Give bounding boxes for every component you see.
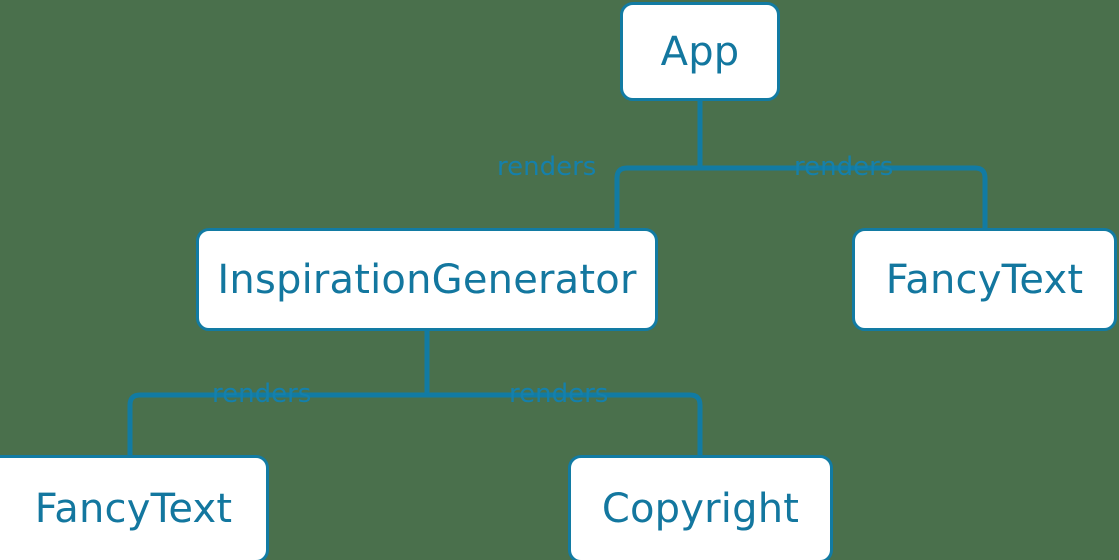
node-inspirationgenerator-label: InspirationGenerator: [217, 256, 637, 303]
node-fancytext-right[interactable]: FancyText: [852, 228, 1117, 331]
edge-label-app-to-inspirationgenerator: renders: [497, 152, 597, 182]
edge-label-inspirationgenerator-to-copyright: renders: [509, 379, 609, 409]
node-copyright[interactable]: Copyright: [568, 455, 833, 560]
node-app-label: App: [660, 28, 740, 75]
node-fancytext-right-label: FancyText: [885, 256, 1084, 303]
edge-inspirationgenerator-to-fancytext-left: [127, 392, 427, 455]
node-fancytext-left[interactable]: FancyText: [0, 455, 269, 560]
node-fancytext-left-label: FancyText: [34, 486, 233, 532]
node-app[interactable]: App: [620, 2, 780, 101]
node-copyright-label: Copyright: [601, 486, 800, 532]
edge-label-inspirationgenerator-to-fancytext-left: renders: [212, 379, 312, 409]
edge-app-to-fancytext-right: [700, 165, 988, 228]
edge-inspirationgenerator-to-copyright: [427, 392, 703, 455]
edge-label-app-to-fancytext-right: renders: [794, 152, 894, 182]
edge-app-to-inspirationgenerator: [614, 165, 700, 228]
node-inspirationgenerator[interactable]: InspirationGenerator: [196, 228, 658, 331]
